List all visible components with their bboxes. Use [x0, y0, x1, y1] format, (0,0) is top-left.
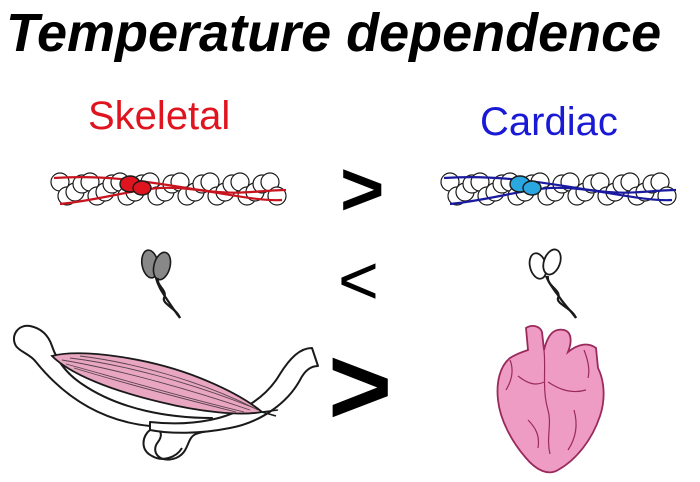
comparison-symbol-muscle: >	[328, 325, 393, 448]
cardiac-myosin-icon	[528, 248, 578, 319]
cardiac-thin-filament-icon	[440, 172, 677, 206]
skeletal-muscle-icon	[12, 324, 319, 461]
heart-icon	[496, 325, 605, 474]
skeletal-thin-filament-icon	[50, 172, 287, 206]
comparison-symbol-filament: >	[340, 147, 385, 232]
comparison-symbol-myosin: <	[338, 241, 379, 319]
figure-title: Temperature dependence	[6, 3, 662, 63]
cardiac-label: Cardiac	[480, 100, 618, 144]
skeletal-myosin-icon	[140, 249, 182, 319]
skeletal-label: Skeletal	[88, 94, 231, 138]
